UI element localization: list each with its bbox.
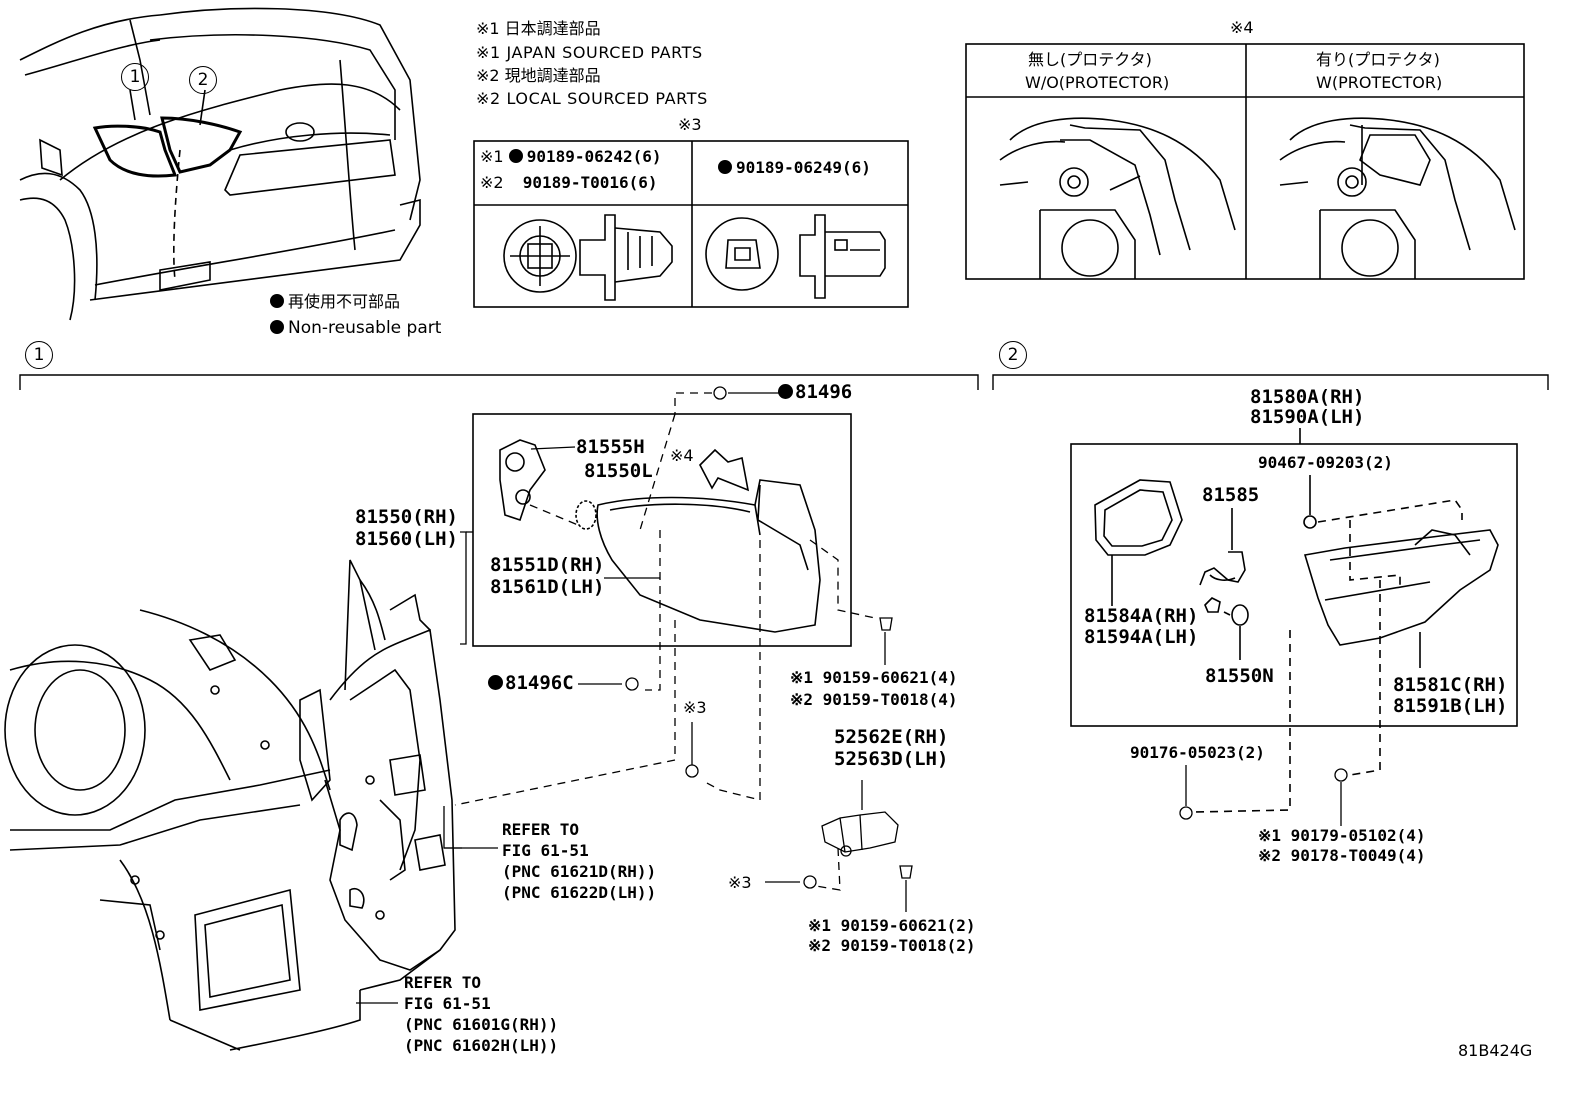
clip1-line1-part: 90189-06242(6) bbox=[526, 147, 662, 166]
clip1-line2: ※2 90189-T0016(6) bbox=[480, 175, 658, 191]
screw-label-2-line2: ※2 90159-T0018(2) bbox=[808, 936, 976, 955]
part-81594A-lh: 81594A(LH) bbox=[1084, 626, 1199, 648]
part-81496C: 81496C bbox=[488, 674, 574, 693]
clip1-line1: ※1 90189-06242(6) bbox=[480, 149, 662, 165]
lamp-assembly-frame-2 bbox=[1070, 428, 1518, 813]
part-81585: 81585 bbox=[1202, 484, 1260, 506]
part-81561D-lh: 81561D(LH) bbox=[490, 576, 605, 598]
mark-3-clip-b: ※3 bbox=[728, 873, 752, 892]
part-52563D-lh: 52563D(LH) bbox=[834, 748, 949, 770]
part-81551D-rh: 81551D(RH) bbox=[490, 554, 605, 576]
lamp-assembly-frame-1 bbox=[472, 413, 852, 647]
vehicle-rear-overview bbox=[19, 7, 421, 321]
part-52562E-rh: 52562E(RH) bbox=[834, 726, 949, 748]
screw-label-1-line2: ※2 90159-T0018(4) bbox=[790, 690, 958, 709]
nut-label-line2: ※2 90178-T0049(4) bbox=[1258, 846, 1426, 865]
clip2-part: 90189-06249(6) bbox=[736, 158, 871, 177]
part-90467-09203: 90467-09203(2) bbox=[1258, 453, 1393, 472]
part-81496-text: 81496 bbox=[795, 381, 853, 403]
clip1-line2-prefix: ※2 bbox=[480, 173, 504, 192]
part-81496: 81496 bbox=[778, 383, 852, 402]
refer-2-line1: REFER TO bbox=[404, 973, 482, 992]
mark-3-clip-a: ※3 bbox=[683, 698, 707, 717]
non-reusable-dot-icon bbox=[508, 149, 523, 163]
protector-col2-en: W(PROTECTOR) bbox=[1316, 73, 1443, 92]
mark-4-arrow: ※4 bbox=[670, 446, 694, 465]
part-81584A-rh: 81584A(RH) bbox=[1084, 605, 1199, 627]
leader-lines-1 bbox=[356, 386, 913, 1004]
refer-1-line2: FIG 61-51 bbox=[502, 841, 589, 860]
clip1-line1-prefix: ※1 bbox=[480, 147, 504, 166]
refer-2-line4: (PNC 61602H(LH)) bbox=[404, 1036, 559, 1055]
protector-table-frame bbox=[965, 43, 1525, 280]
part-81550-rh: 81550(RH) bbox=[355, 506, 458, 528]
legend-en: Non-reusable part bbox=[270, 320, 441, 337]
clip-table-frame bbox=[473, 140, 909, 308]
part-81580A-rh: 81580A(RH) bbox=[1250, 386, 1365, 408]
part-81591B-lh: 81591B(LH) bbox=[1393, 695, 1508, 717]
legend-jp: 再使用不可部品 bbox=[270, 294, 400, 310]
refer-1-line3: (PNC 61621D(RH)) bbox=[502, 862, 657, 881]
legend-jp-text: 再使用不可部品 bbox=[288, 292, 401, 311]
refer-1-line4: (PNC 61622D(LH)) bbox=[502, 883, 657, 902]
refer-2-line3: (PNC 61601G(RH)) bbox=[404, 1015, 559, 1034]
callout-1-car: 1 bbox=[121, 63, 149, 91]
part-81560-lh: 81560(LH) bbox=[355, 528, 458, 550]
section-2-callout: 2 bbox=[999, 341, 1027, 369]
non-reusable-dot-icon bbox=[488, 675, 503, 690]
clip1-line2-part: 90189-T0016(6) bbox=[522, 173, 658, 192]
note-japan-sourced-en: ※1 JAPAN SOURCED PARTS bbox=[476, 43, 703, 62]
leader-lines-2 bbox=[1179, 765, 1348, 826]
note-japan-sourced-jp: ※1 日本調達部品 bbox=[476, 19, 601, 38]
refer-2-line2: FIG 61-51 bbox=[404, 994, 491, 1013]
part-81590A-lh: 81590A(LH) bbox=[1250, 406, 1365, 428]
clip-table-mark: ※3 bbox=[678, 115, 702, 134]
non-reusable-dot-icon bbox=[778, 384, 793, 399]
part-81555H: 81555H bbox=[576, 436, 645, 458]
quarter-panel-artwork bbox=[4, 559, 456, 1051]
part-90176-05023: 90176-05023(2) bbox=[1130, 743, 1265, 762]
non-reusable-dot-icon bbox=[270, 320, 284, 334]
protector-col1-jp: 無し(プロテクタ) bbox=[1028, 50, 1152, 69]
protector-table-mark: ※4 bbox=[1230, 18, 1254, 37]
legend-en-text: Non-reusable part bbox=[288, 318, 442, 338]
nut-label-line1: ※1 90179-05102(4) bbox=[1258, 826, 1426, 845]
note-local-sourced-en: ※2 LOCAL SOURCED PARTS bbox=[476, 89, 708, 108]
part-81581C-rh: 81581C(RH) bbox=[1393, 674, 1508, 696]
screw-label-2-line1: ※1 90159-60621(2) bbox=[808, 916, 976, 935]
part-81550N: 81550N bbox=[1205, 665, 1274, 687]
part-81496C-text: 81496C bbox=[505, 672, 574, 694]
screw-label-1-line1: ※1 90159-60621(4) bbox=[790, 668, 958, 687]
refer-1-line1: REFER TO bbox=[502, 820, 580, 839]
protector-col2-jp: 有り(プロテクタ) bbox=[1316, 50, 1440, 69]
part-81550L: 81550L bbox=[584, 460, 653, 482]
note-local-sourced-jp: ※2 現地調達部品 bbox=[476, 66, 601, 85]
non-reusable-dot-icon bbox=[718, 160, 732, 174]
section-1-callout: 1 bbox=[25, 341, 53, 369]
protector-col1-en: W/O(PROTECTOR) bbox=[1025, 73, 1170, 92]
section-brackets bbox=[19, 374, 1549, 390]
non-reusable-dot-icon bbox=[270, 294, 284, 308]
diagram-code: 81B424G bbox=[1458, 1041, 1533, 1060]
callout-2-car: 2 bbox=[189, 66, 217, 94]
clip2-line: 90189-06249(6) bbox=[718, 160, 871, 176]
